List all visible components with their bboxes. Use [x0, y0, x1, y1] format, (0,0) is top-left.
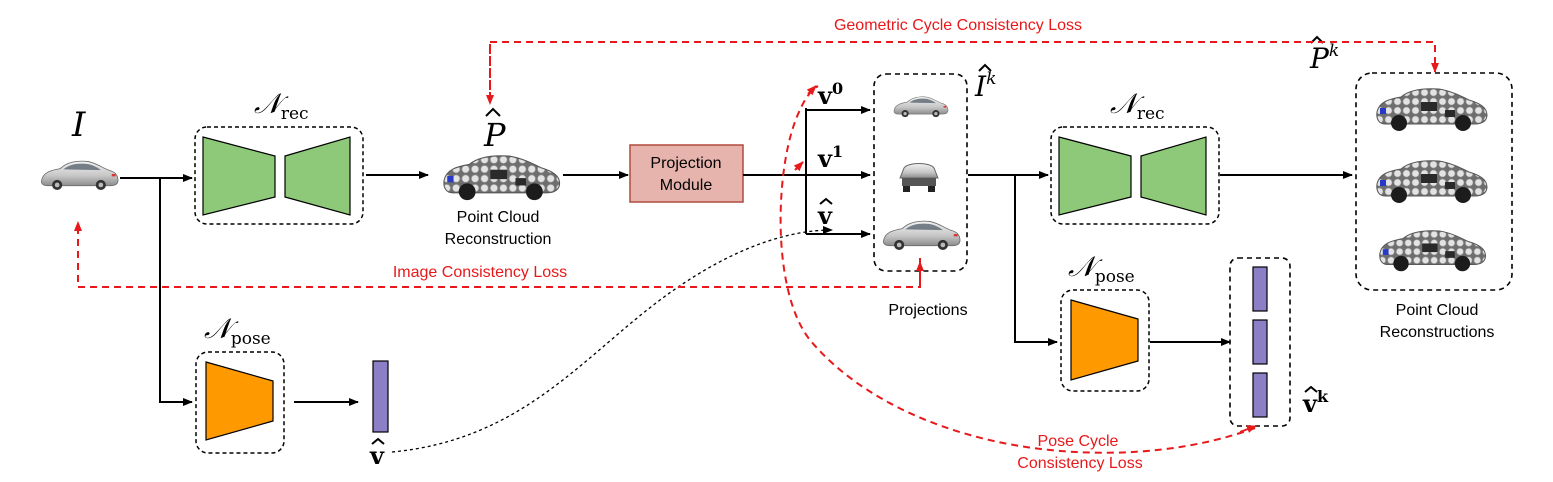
rec-encoder-left — [202, 136, 276, 216]
pose-encoder-left — [205, 361, 274, 441]
rec-net-label-right: 𝒩rec — [1110, 87, 1165, 124]
geometric-loss-label: Geometric Cycle Consistency Loss — [834, 17, 1082, 34]
projection-car-icon-1 — [893, 96, 949, 118]
rec-decoder-left — [284, 136, 351, 216]
vk-vector-2 — [1252, 319, 1268, 365]
vk-accent — [1304, 385, 1318, 393]
v1-label: v1 — [817, 142, 843, 173]
pose-net-box-right — [1060, 289, 1150, 392]
pose-net-label-right: 𝒩pose — [1068, 250, 1135, 287]
p-hat-accent — [485, 107, 501, 117]
i-hat-k-label: Ik — [974, 69, 996, 103]
point-cloud-label-line2: Reconstruction — [445, 231, 552, 248]
input-image-label: I — [71, 105, 86, 145]
reconstructions-label-line1: Point Cloud — [1396, 302, 1479, 319]
pose-net-label-left: 𝒩pose — [204, 312, 271, 349]
vhat-accent-bottom — [371, 437, 385, 445]
vk-box — [1229, 257, 1291, 427]
input-car-icon — [41, 160, 119, 191]
reconstructions-label-line2: Reconstructions — [1380, 324, 1495, 341]
image-loss-label: Image Consistency Loss — [393, 264, 567, 281]
arrow-image-to-pose — [159, 178, 193, 406]
vhat-reuse-curve — [391, 226, 833, 453]
projection-label-line1: Projection — [650, 155, 721, 172]
rec-net-box-left — [194, 126, 364, 225]
point-cloud-label-line1: Point Cloud — [457, 209, 540, 226]
pose-loss-label-line2: Consistency Loss — [1017, 455, 1142, 472]
p-hat-label: P — [483, 116, 506, 154]
point-cloud-icon — [443, 155, 561, 201]
v0-label: v0 — [817, 79, 843, 110]
projection-module-box — [629, 144, 744, 203]
projections-box — [873, 73, 968, 272]
vhat-vector — [372, 360, 389, 433]
vhat-label-bottom: v — [369, 441, 385, 470]
point-cloud-icon-3 — [1379, 230, 1487, 272]
vhat-label-mid: v — [817, 201, 833, 230]
i-hat-accent — [978, 63, 992, 72]
projection-label-line2: Module — [660, 177, 713, 194]
vk-vector-3 — [1252, 372, 1268, 418]
rec-decoder-right — [1140, 136, 1207, 216]
vk-vector-1 — [1252, 266, 1268, 312]
rec-net-box-right — [1050, 126, 1220, 225]
geometric-loss-line — [489, 41, 1439, 102]
vk-label: vk — [1302, 387, 1329, 418]
vhat-accent-mid — [819, 197, 833, 205]
pose-loss-arrow-top — [806, 85, 817, 96]
pose-loss-arrow-right — [1239, 425, 1257, 433]
point-cloud-icon-1 — [1376, 88, 1488, 132]
rec-net-label-left: 𝒩rec — [254, 87, 309, 124]
projections-label: Projections — [888, 302, 967, 319]
pose-loss-curve — [779, 85, 1256, 454]
arrow-projections-to-pose — [1014, 175, 1058, 346]
pose-encoder-right — [1070, 299, 1139, 381]
pose-loss-label-line1: Pose Cycle — [1038, 433, 1119, 450]
rec-encoder-right — [1058, 136, 1132, 216]
p-hat-k-label: Pk — [1309, 41, 1339, 75]
pose-net-box-left — [195, 351, 285, 454]
pose-loss-arrow-mid — [793, 161, 804, 172]
point-cloud-icon-2 — [1376, 160, 1488, 204]
projection-car-icon-3 — [883, 220, 961, 251]
projection-car-icon-2 — [899, 163, 939, 192]
